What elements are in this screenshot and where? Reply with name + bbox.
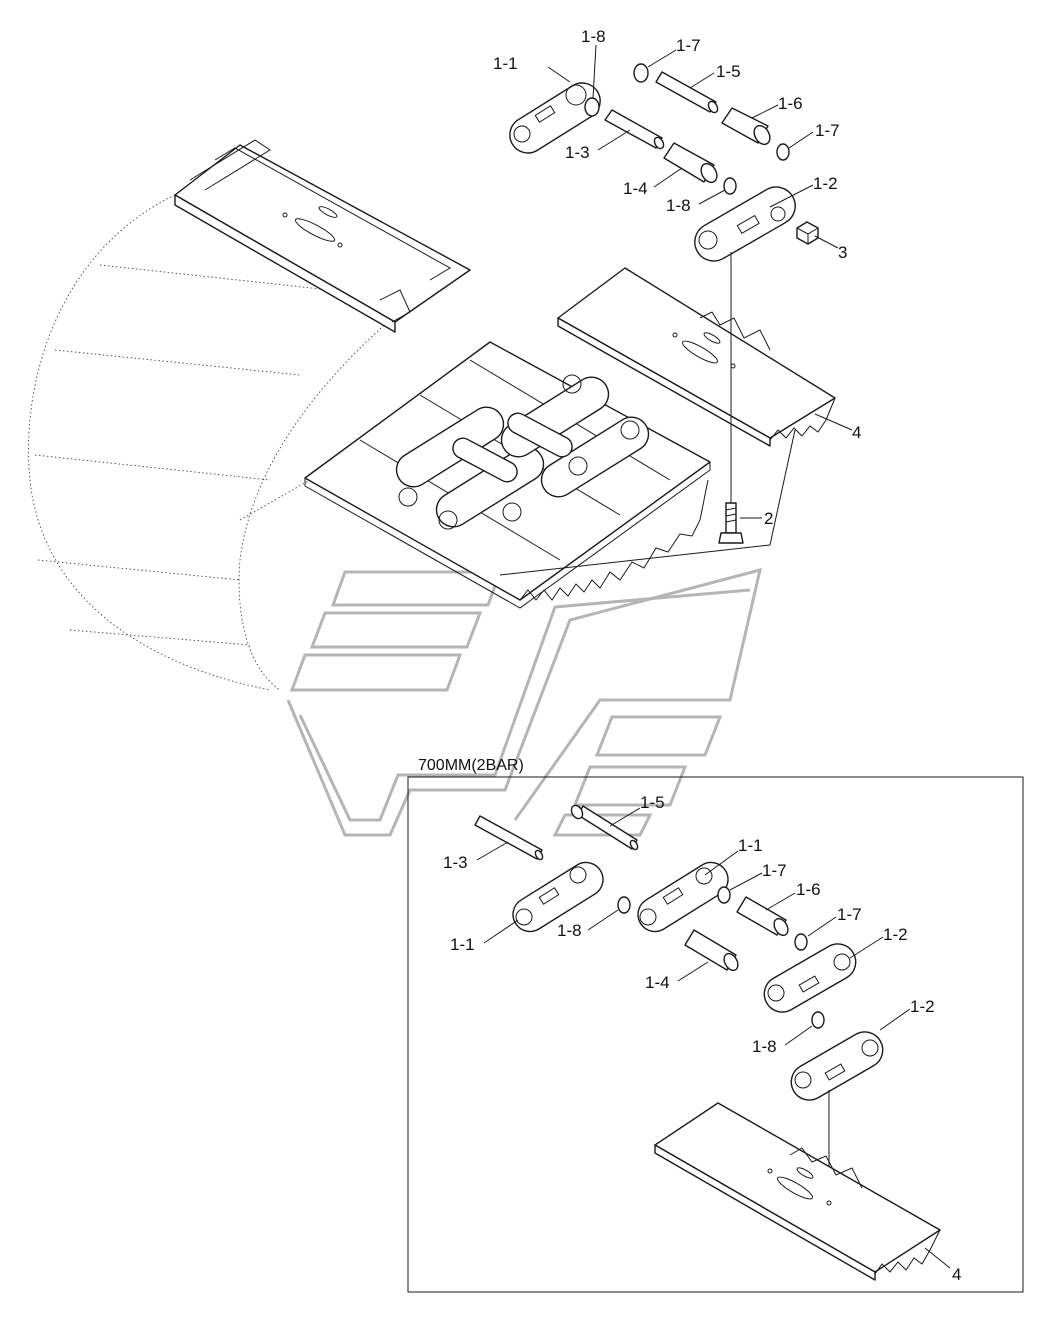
seal-1-8-top bbox=[584, 97, 600, 117]
inset-label-1-3: 1-3 bbox=[443, 853, 468, 872]
link-1-1 bbox=[509, 82, 601, 154]
label-1-3: 1-3 bbox=[565, 143, 590, 162]
inset-pin-1-3 bbox=[474, 815, 544, 861]
pin-1-5 bbox=[655, 71, 719, 114]
seal-1-8-mid bbox=[723, 177, 737, 195]
label-2: 2 bbox=[764, 509, 773, 528]
label-1-8b: 1-8 bbox=[666, 196, 691, 215]
inset-bushing-1-6 bbox=[736, 896, 789, 937]
label-1-2: 1-2 bbox=[813, 174, 838, 193]
main-labels: 1-1 1-8 1-7 1-5 1-3 1-6 1-7 1-4 1-8 1-2 … bbox=[493, 27, 861, 528]
bushing-1-4 bbox=[663, 142, 718, 184]
inset-label-4: 4 bbox=[952, 1265, 961, 1284]
inset-label-1-6: 1-6 bbox=[796, 880, 821, 899]
bolt-2 bbox=[718, 502, 744, 544]
assembled-track-section bbox=[304, 341, 711, 609]
watermark-logo bbox=[286, 567, 763, 837]
link-1-2 bbox=[694, 186, 796, 262]
inset-label-1-8b: 1-8 bbox=[752, 1037, 777, 1056]
inset-label-1-2a: 1-2 bbox=[883, 925, 908, 944]
washer-1-7-top bbox=[633, 63, 649, 83]
inset-label-1-8a: 1-8 bbox=[557, 921, 582, 940]
inset-link-1-1a bbox=[512, 861, 604, 933]
inset-panel: 700MM(2BAR) bbox=[407, 757, 1024, 1293]
main-exploded-parts bbox=[509, 63, 836, 544]
bushing-1-6 bbox=[721, 107, 771, 146]
label-1-1: 1-1 bbox=[493, 54, 518, 73]
inset-labels: 1-5 1-3 1-1 1-1 1-8 1-7 1-6 1-7 1-2 1-4 … bbox=[443, 793, 961, 1284]
shoe-plate-4 bbox=[557, 267, 836, 447]
inset-link-1-2b bbox=[790, 1031, 884, 1101]
inset-seal-1-8b bbox=[811, 1011, 825, 1029]
inset-washer-1-7a bbox=[717, 886, 731, 904]
label-3: 3 bbox=[838, 243, 847, 262]
label-1-8: 1-8 bbox=[581, 27, 606, 46]
chain-links bbox=[395, 374, 650, 530]
inset-shoe-plate-4 bbox=[654, 1102, 941, 1281]
label-1-5: 1-5 bbox=[716, 62, 741, 81]
label-1-6: 1-6 bbox=[778, 94, 803, 113]
inset-label-1-1b: 1-1 bbox=[738, 836, 763, 855]
inset-pin-1-5 bbox=[570, 804, 639, 851]
inset-link-1-1b bbox=[637, 861, 729, 933]
inset-label-1-1a: 1-1 bbox=[450, 935, 475, 954]
main-leaders bbox=[499, 44, 853, 576]
track-shoe-top bbox=[174, 139, 471, 333]
inset-washer-1-7b bbox=[794, 933, 808, 951]
label-1-4: 1-4 bbox=[623, 179, 648, 198]
label-1-7b: 1-7 bbox=[815, 121, 840, 140]
label-4: 4 bbox=[852, 423, 861, 442]
track-outline bbox=[28, 194, 391, 691]
inset-label-1-7a: 1-7 bbox=[762, 861, 787, 880]
inset-leaders bbox=[476, 807, 951, 1269]
inset-label-1-5: 1-5 bbox=[640, 793, 665, 812]
inset-seal-1-8a bbox=[617, 896, 631, 914]
inset-title: 700MM(2BAR) bbox=[418, 757, 524, 774]
label-1-7: 1-7 bbox=[676, 36, 701, 55]
pin-1-3 bbox=[604, 109, 665, 150]
inset-label-1-7b: 1-7 bbox=[837, 905, 862, 924]
inset-link-1-2a bbox=[763, 943, 857, 1013]
inset-label-1-2b: 1-2 bbox=[910, 997, 935, 1016]
nut-3 bbox=[796, 221, 819, 245]
washer-1-7-right bbox=[776, 143, 790, 161]
inset-bushing-1-4 bbox=[684, 929, 739, 972]
inset-label-1-4: 1-4 bbox=[645, 973, 670, 992]
